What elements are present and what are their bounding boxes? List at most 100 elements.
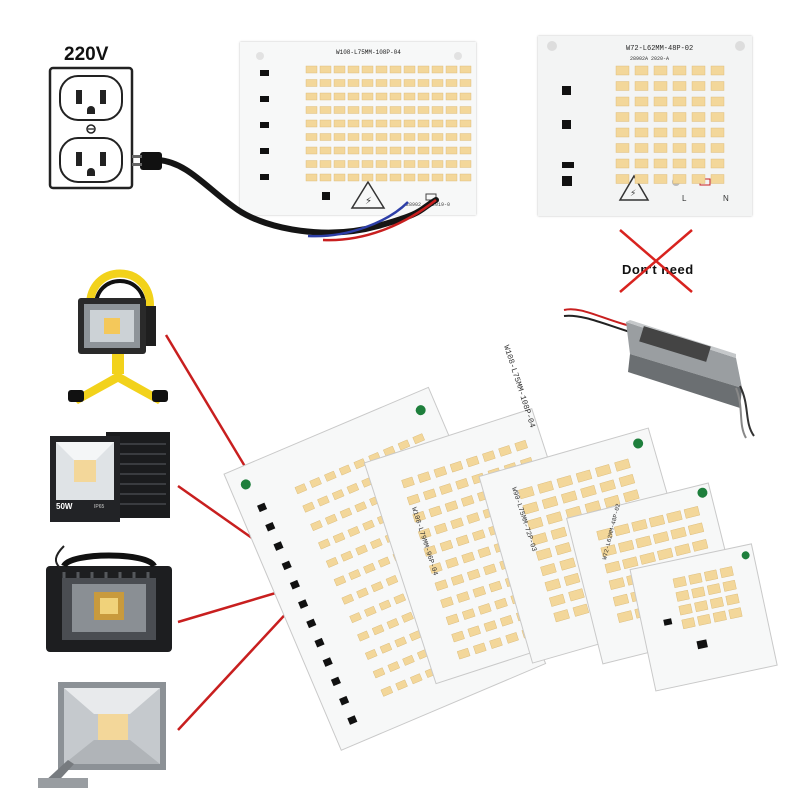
led-chip xyxy=(349,612,362,624)
led-chip xyxy=(688,572,703,585)
led-chip xyxy=(385,575,399,586)
driver-chip xyxy=(281,560,292,571)
led-chip xyxy=(634,174,649,184)
led-chip xyxy=(333,119,346,128)
led-chip xyxy=(615,81,630,91)
led-chip xyxy=(691,158,706,169)
driver-chip xyxy=(347,715,358,725)
led-chip xyxy=(639,552,656,565)
led-chip xyxy=(672,576,687,588)
led-chip xyxy=(672,65,687,76)
led-chip xyxy=(361,65,374,74)
voltage-label: 220V xyxy=(64,44,109,65)
driver-chip xyxy=(257,502,268,513)
led-chip xyxy=(417,119,430,128)
led-chip xyxy=(417,79,430,87)
led-chip xyxy=(546,511,563,525)
led-chip xyxy=(652,531,670,544)
led-chip xyxy=(333,146,346,155)
led-chip xyxy=(389,146,402,155)
led-chip xyxy=(580,485,597,499)
led-chip xyxy=(333,160,346,168)
led-chip xyxy=(616,610,634,623)
led-chip xyxy=(347,79,360,87)
led-chip xyxy=(361,160,374,168)
led-chip xyxy=(653,65,668,76)
led-chip xyxy=(603,494,621,508)
led-chip xyxy=(451,630,465,643)
led-chip xyxy=(449,460,464,473)
led-chip xyxy=(544,578,562,592)
led-chip xyxy=(364,605,377,617)
led-chip xyxy=(319,92,332,101)
led-chip xyxy=(333,575,347,587)
led-chip xyxy=(403,92,416,101)
driver-chip xyxy=(273,541,284,551)
led-chip xyxy=(347,173,360,182)
led-chip xyxy=(672,112,687,122)
led-chip xyxy=(555,542,572,556)
led-chip xyxy=(623,489,640,503)
led-chip xyxy=(634,127,649,138)
led-chip xyxy=(333,79,346,87)
led-chip xyxy=(389,119,402,128)
led-chip xyxy=(572,603,590,617)
cross-out-icon xyxy=(619,229,693,293)
led-chip xyxy=(431,65,444,74)
led-chip xyxy=(417,528,432,540)
led-chip xyxy=(375,79,388,87)
led-chip xyxy=(333,106,346,114)
led-chip xyxy=(393,593,406,605)
led-chip xyxy=(691,81,706,91)
led-chip xyxy=(417,65,430,74)
wattage-badge: 50W xyxy=(56,502,73,511)
led-chip xyxy=(361,146,374,155)
led-chip xyxy=(397,439,411,451)
led-chip xyxy=(455,478,469,490)
led-chip xyxy=(615,127,630,138)
led-chip xyxy=(691,539,709,552)
led-chip xyxy=(657,547,674,561)
led-chip xyxy=(596,527,613,541)
led-chip xyxy=(332,532,346,544)
led-chip xyxy=(482,450,496,462)
led-chip xyxy=(305,160,318,168)
led-chip xyxy=(459,173,472,182)
led-driver-image xyxy=(563,308,755,439)
led-chip xyxy=(389,173,402,182)
led-chip xyxy=(339,507,353,519)
led-chip xyxy=(622,556,639,570)
led-chip xyxy=(389,79,402,87)
led-chip xyxy=(417,106,430,114)
led-chip xyxy=(423,545,437,557)
dont-need-label: Don't need xyxy=(622,262,694,277)
led-chip xyxy=(403,146,416,155)
led-chip xyxy=(389,92,402,101)
led-chip xyxy=(347,65,360,74)
finned-flood-light xyxy=(46,545,172,652)
power-outlet xyxy=(48,66,134,190)
led-chip xyxy=(305,119,318,128)
led-chip xyxy=(394,636,407,648)
led-chip xyxy=(353,458,367,470)
led-chip xyxy=(429,562,443,574)
led-chip xyxy=(401,611,414,623)
led-board-20p xyxy=(629,543,778,692)
led-chip xyxy=(333,133,346,141)
led-chip xyxy=(672,96,687,107)
led-chip xyxy=(319,133,332,141)
led-chip xyxy=(317,495,330,507)
led-chip xyxy=(417,92,430,101)
led-chip xyxy=(653,112,668,122)
led-chip xyxy=(697,613,712,626)
led-chip xyxy=(526,516,544,530)
led-chip xyxy=(568,588,585,602)
led-chip xyxy=(341,593,354,605)
driver-chip xyxy=(306,618,317,629)
led-chip xyxy=(563,572,581,586)
board-serial-label: 28902A 2020-A xyxy=(630,56,670,62)
led-chip xyxy=(389,106,402,114)
led-chip xyxy=(305,79,318,87)
led-chip xyxy=(403,133,416,141)
led-chip xyxy=(459,119,472,128)
